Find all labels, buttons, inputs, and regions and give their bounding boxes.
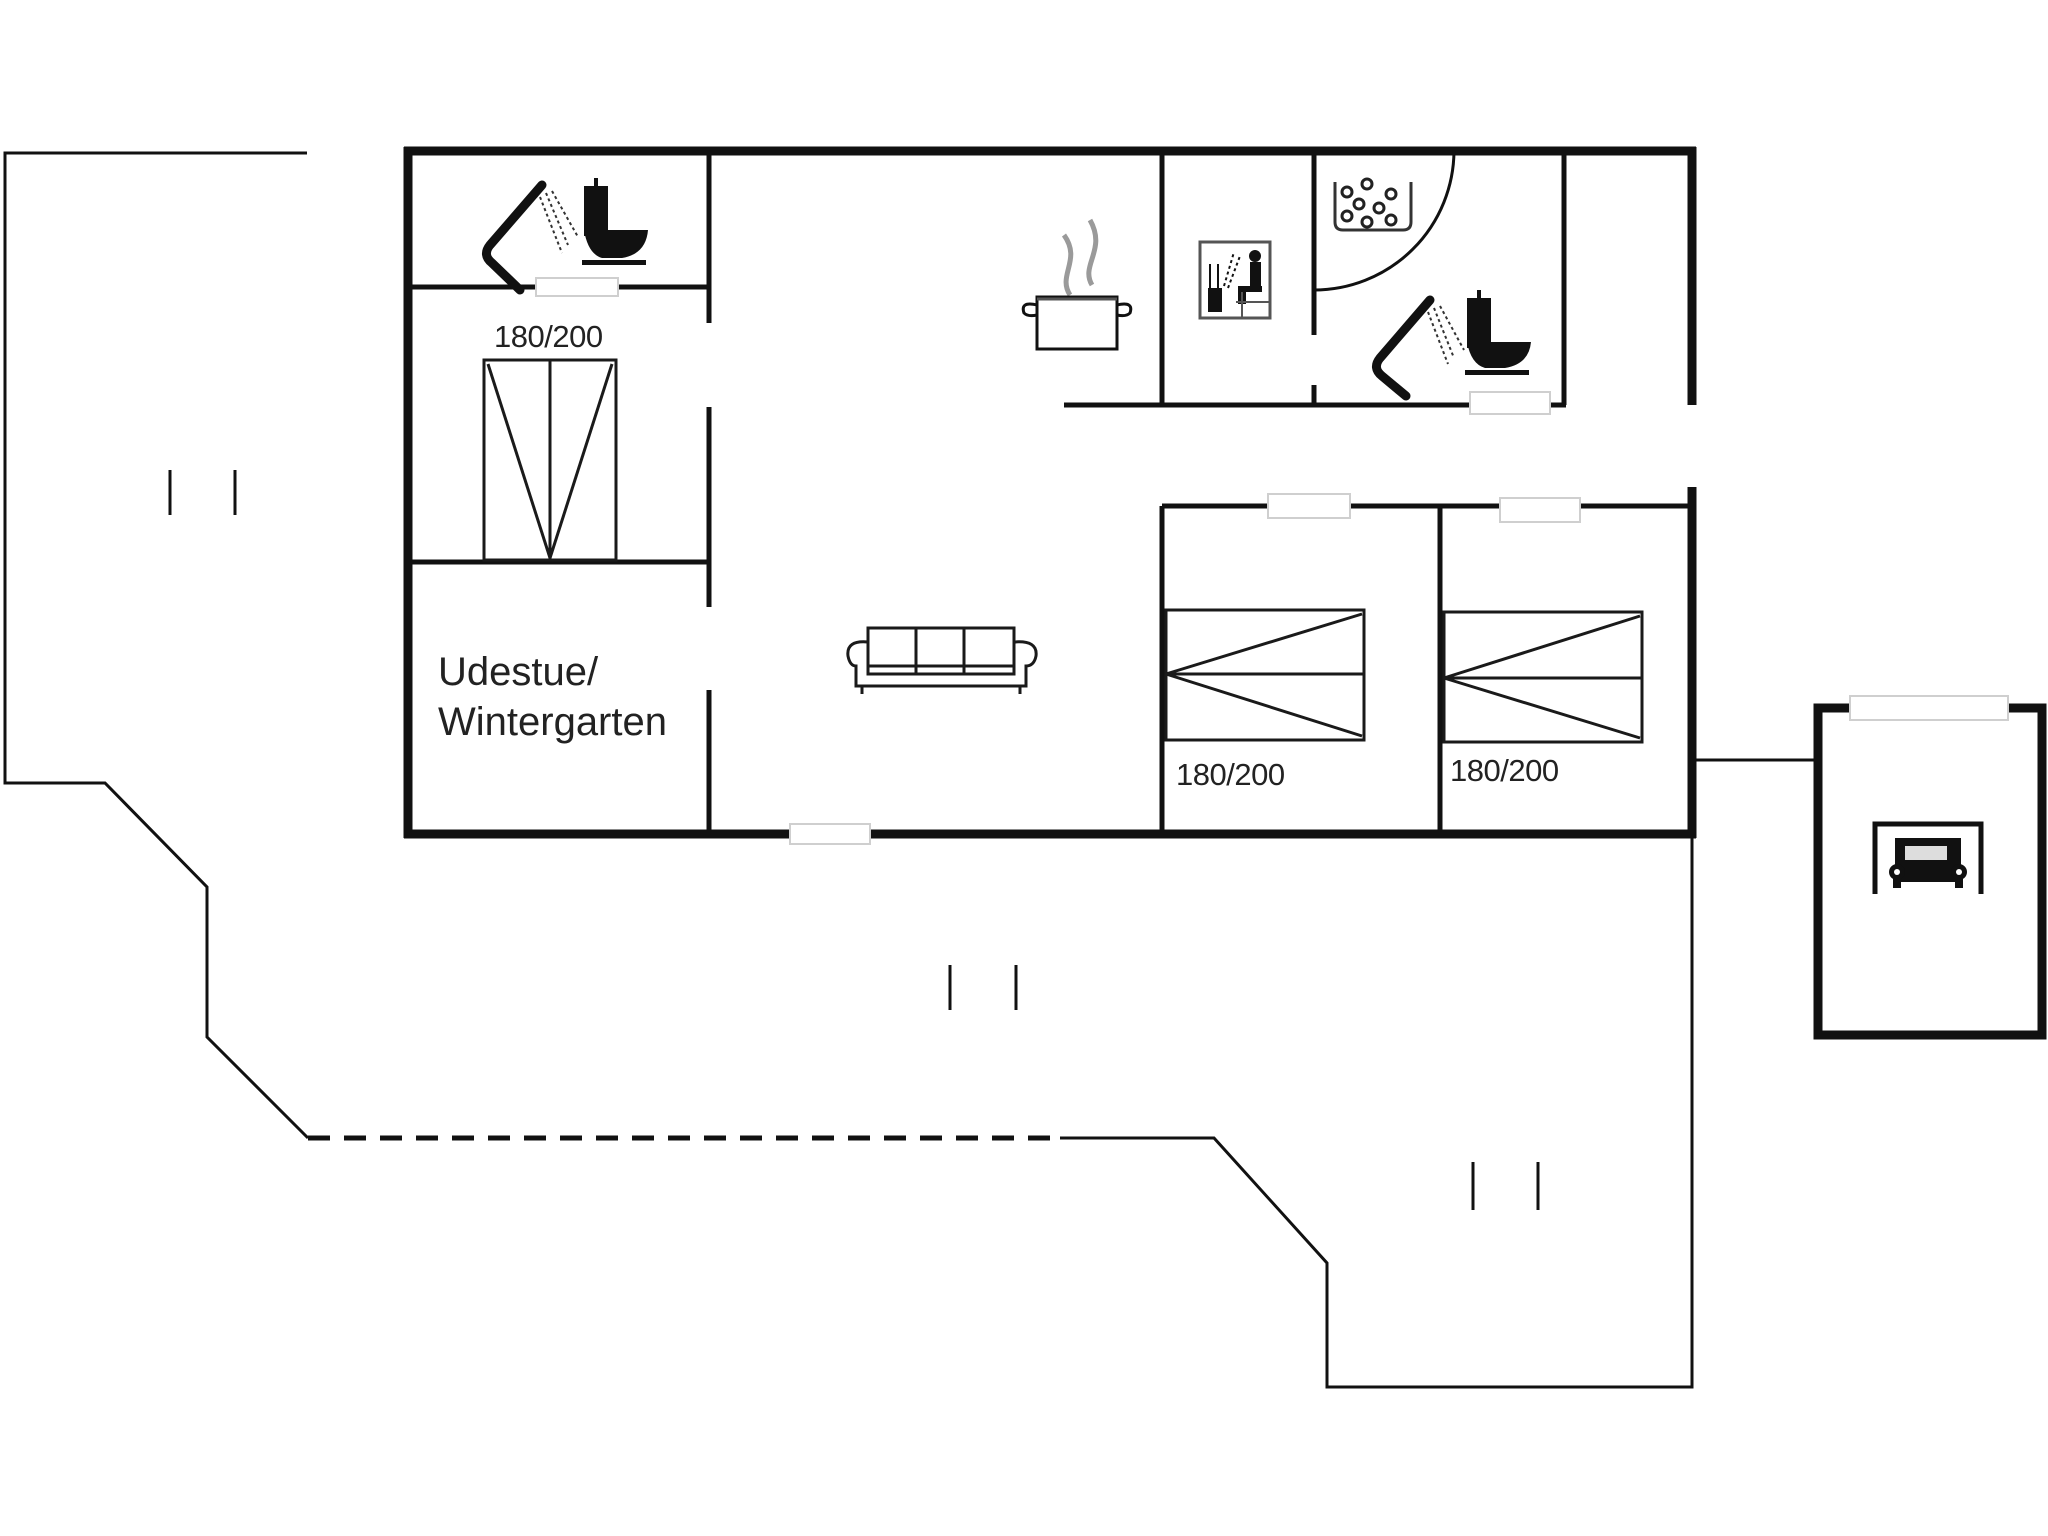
terrace-marker-right bbox=[1471, 1162, 1540, 1210]
sauna-icon bbox=[1198, 240, 1272, 320]
whirlpool-icon bbox=[1333, 177, 1413, 232]
window bbox=[789, 823, 871, 845]
toilet-icon bbox=[582, 178, 648, 265]
shower-icon bbox=[1372, 295, 1465, 401]
bed-size-label-bedroom-3: 180/200 bbox=[1450, 753, 1559, 788]
annex-walls bbox=[1692, 695, 2047, 1040]
bed-size-label-bedroom-1: 180/200 bbox=[494, 319, 603, 354]
room-label-sunroom-line1: Udestue/ bbox=[438, 650, 599, 694]
toilet-icon bbox=[1465, 290, 1531, 375]
cooking-pot-icon bbox=[1021, 218, 1133, 351]
terrace-marker-center bbox=[948, 965, 1018, 1010]
bed-size-label-bedroom-2: 180/200 bbox=[1176, 757, 1285, 792]
house-exterior-walls bbox=[403, 146, 1697, 845]
shower-icon bbox=[482, 180, 579, 295]
terrace-marker-left bbox=[168, 470, 237, 515]
door-swing-arc bbox=[1313, 150, 1456, 292]
bed-icon bbox=[1442, 610, 1644, 744]
carport-icon bbox=[1872, 821, 1984, 894]
house-interior-walls bbox=[408, 151, 1692, 834]
room-label-sunroom-line2: Wintergarten bbox=[438, 700, 667, 744]
sofa-icon bbox=[846, 626, 1038, 694]
bed-icon bbox=[1164, 608, 1366, 742]
terrace-outline bbox=[3, 151, 1694, 1389]
bed-icon bbox=[482, 358, 618, 562]
